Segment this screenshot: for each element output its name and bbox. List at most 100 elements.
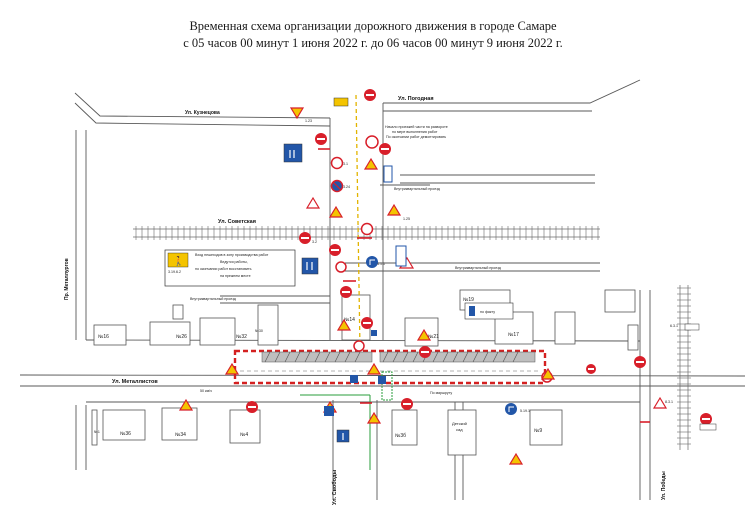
building-label-26: №26	[176, 334, 187, 340]
building-26	[149, 321, 191, 346]
no-entry-sign-icon	[246, 401, 258, 413]
no-turn-sign-icon	[360, 222, 374, 236]
railway-ties	[135, 226, 691, 445]
svg-text:4.1.1: 4.1.1	[377, 262, 385, 266]
svg-text:8.3.1: 8.3.1	[665, 400, 673, 404]
road-works-sign-icon	[366, 362, 382, 375]
inner-drive-label-3: Внутриквартальный проезд	[190, 297, 237, 301]
building-label-32: №32	[236, 334, 247, 340]
map-title-line-2: с 05 часов 00 минут 1 июня 2022 г. до 06…	[183, 36, 563, 50]
building-label-14: №14	[344, 317, 355, 323]
svg-text:По окончании работ демонтирова: По окончании работ демонтировать	[386, 135, 446, 139]
street-label-metallurgov: Пр. Металлургов	[64, 258, 70, 300]
speed-label: 50 км/ч	[200, 389, 212, 393]
road-works-sign-icon	[508, 452, 524, 465]
barriers	[318, 148, 716, 428]
road-works-sign-icon	[224, 362, 240, 375]
street-label-kuznetsova: Ул. Кузнецова	[185, 110, 220, 116]
turn-sign-icon	[505, 403, 517, 415]
svg-text:3.1: 3.1	[343, 162, 348, 166]
pedestrian-crossing-sign-icon	[324, 406, 334, 416]
no-stopping-sign-icon	[330, 179, 344, 193]
kindergarten	[447, 409, 477, 456]
no-entry-sign-icon	[401, 398, 413, 410]
railway	[133, 228, 689, 450]
detour-panel-icon	[395, 245, 407, 267]
lane-markings	[300, 371, 393, 470]
lane-direction-sign-icon	[283, 143, 303, 163]
no-turn-sign-icon	[353, 340, 365, 352]
svg-text:по окончании работ восстановит: по окончании работ восстановить	[195, 267, 252, 271]
building-label-19: №19	[463, 297, 474, 303]
no-entry-sign-icon	[315, 133, 327, 145]
street-label-pogodnaya: Ул. Погодная	[398, 96, 434, 102]
road-works-sign-icon	[416, 328, 432, 341]
svg-text:6.3.1: 6.3.1	[670, 324, 678, 328]
building-label-30: №30	[255, 329, 263, 333]
inner-drive-label-1: Внутриквартальный проезд	[394, 187, 441, 191]
svg-text:Ведутся работы,: Ведутся работы,	[220, 260, 248, 264]
street-label-pobedy: Ул. Победы	[660, 471, 667, 500]
road-works-sign-icon	[178, 398, 194, 411]
road-works-sign-icon	[363, 157, 379, 170]
svg-text:на прежнем месте: на прежнем месте	[220, 274, 251, 278]
no-entry-sign-icon	[361, 317, 373, 329]
detour-path	[355, 94, 361, 351]
lane-direction-sign-icon	[336, 429, 350, 443]
svg-text:по факту: по факту	[480, 310, 495, 314]
info-box: по факту	[464, 302, 514, 320]
building-9	[529, 409, 563, 446]
no-entry-sign-icon	[379, 143, 391, 155]
signal-note: Начало проезжей части на развороте по ме…	[385, 125, 448, 139]
prohibition-signs	[330, 135, 553, 383]
building-label-17: №17	[508, 332, 519, 338]
no-stopping-sign-icon	[330, 156, 344, 170]
road-works-sign-icon	[366, 411, 382, 424]
building-16	[93, 324, 127, 346]
svg-text:5.19.1: 5.19.1	[520, 409, 530, 413]
no-entry-signs	[246, 89, 712, 425]
svg-text:3.2: 3.2	[312, 240, 317, 244]
no-entry-sign-icon	[419, 346, 431, 358]
road-works-sign-icon	[328, 205, 344, 218]
work-zone	[233, 349, 547, 385]
lane-direction-sign-icon	[301, 257, 319, 275]
street-label-metallistov: Ул. Металлистов	[112, 379, 158, 385]
svg-text:1.23: 1.23	[305, 119, 312, 123]
kindergarten-label-2: сад	[456, 427, 463, 432]
road-works-sign-icon	[289, 107, 305, 120]
road-works-sign-icon	[386, 203, 402, 216]
building-36	[102, 409, 146, 441]
no-entry-sign-icon	[299, 232, 311, 244]
route-note: По маршруту	[430, 391, 452, 395]
parking-sign-icon	[383, 165, 393, 183]
no-entry-sign-icon	[586, 364, 596, 374]
building-label-34: №34	[175, 432, 186, 438]
kindergarten-label: Детский	[452, 421, 467, 426]
svg-text:Начало проезжей части на разво: Начало проезжей части на развороте	[385, 125, 448, 129]
no-entry-sign-icon	[329, 244, 341, 256]
warning-sign-icon	[652, 396, 668, 409]
direction-signs	[283, 97, 517, 443]
building-label-9: №9	[534, 428, 542, 434]
building-label-36: №36	[120, 431, 131, 437]
street-label-sovetskaya: Ул. Советская	[218, 219, 256, 225]
svg-text:Вход пешеходов в зону производ: Вход пешеходов в зону производства работ	[195, 253, 269, 257]
rail-crossing-signs	[684, 323, 717, 431]
no-entry-sign-icon	[700, 413, 712, 425]
svg-text:по мере выполнения работ: по мере выполнения работ	[392, 130, 438, 134]
buildings	[91, 289, 639, 456]
building-3b	[391, 409, 418, 446]
pedestrian-crossing-sign-icon	[371, 330, 377, 336]
pedestrian-crossing-sign-icon	[378, 376, 386, 384]
building-32	[199, 317, 236, 346]
no-entry-sign-icon	[634, 356, 646, 368]
building-4	[229, 409, 261, 444]
building-label-3b: №3б	[395, 433, 406, 439]
road-works-sign-icon	[336, 318, 352, 331]
map-title-line-1: Временная схема организации дорожного дв…	[189, 19, 557, 33]
road-works-sign-icon	[540, 367, 556, 380]
pedestrian-crossing-sign-icon	[350, 375, 358, 383]
svg-text:3.24: 3.24	[343, 185, 350, 189]
